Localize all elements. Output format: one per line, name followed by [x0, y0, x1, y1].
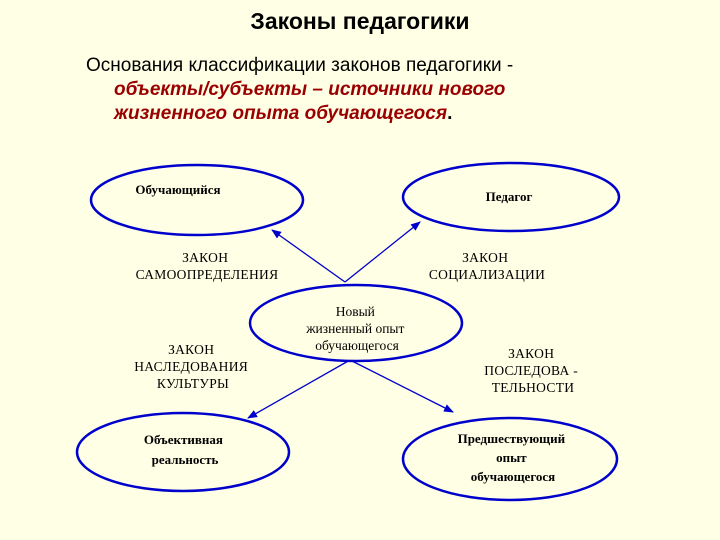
law-succession-label: ЗАКОН ПОСЛЕДОВА - ТЕЛЬНОСТИ — [484, 346, 581, 395]
law-cultural-inheritance-line-2: НАСЛЕДОВАНИЯ — [134, 359, 248, 374]
law-self-determination-line-1: ЗАКОН — [182, 250, 228, 265]
law-self-determination-label: ЗАКОН САМООПРЕДЕЛЕНИЯ — [136, 250, 279, 282]
node-bottom-right-label: Предшествующий опыт обучающегося — [458, 431, 569, 484]
node-top-right-line: Педагог — [486, 189, 533, 204]
node-bottom-right-line-2: опыт — [496, 450, 527, 465]
law-succession-line-3: ТЕЛЬНОСТИ — [492, 380, 575, 395]
center-line-3: обучающегося — [315, 338, 399, 353]
law-self-determination-line-2: САМООПРЕДЕЛЕНИЯ — [136, 267, 279, 282]
node-bottom-left-ellipse — [75, 411, 291, 493]
edge-to-top-right — [344, 221, 421, 283]
node-bottom-right-ellipse — [401, 416, 619, 502]
node-bottom-left-line-1: Объективная — [144, 432, 223, 447]
subtitle-emphasis-line-1: объекты/субъекты – источники нового — [114, 79, 506, 100]
node-bottom-right-line-1: Предшествующий — [458, 431, 566, 446]
subtitle-emphasis-line-2: жизненного опыта обучающегося — [114, 103, 448, 124]
law-cultural-inheritance-line-1: ЗАКОН — [168, 342, 214, 357]
law-cultural-inheritance-label: ЗАКОН НАСЛЕДОВАНИЯ КУЛЬТУРЫ — [134, 342, 252, 391]
subtitle-period: . — [447, 103, 453, 124]
node-bottom-left-label: Объективная реальность — [144, 432, 226, 467]
edge-to-bottom-right — [349, 359, 454, 413]
node-top-right-label: Педагог — [486, 189, 533, 204]
center-line-1: Новый — [336, 304, 375, 319]
page-title: Законы педагогики — [250, 8, 470, 34]
law-socialization-line-2: СОЦИАЛИЗАЦИИ — [429, 267, 545, 282]
law-socialization-line-1: ЗАКОН — [462, 250, 508, 265]
subtitle-plain: Основания классификации законов педагоги… — [86, 55, 514, 76]
law-socialization-label: ЗАКОН СОЦИАЛИЗАЦИИ — [429, 250, 545, 282]
node-top-left-ellipse — [89, 163, 305, 237]
edge-to-top-left — [271, 229, 346, 283]
law-succession-line-2: ПОСЛЕДОВА - — [484, 363, 578, 378]
subtitle: Основания классификации законов педагоги… — [86, 54, 686, 126]
node-top-left-line: Обучающийся — [135, 182, 220, 197]
center-ellipse — [248, 283, 464, 363]
law-cultural-inheritance-line-3: КУЛЬТУРЫ — [157, 376, 229, 391]
node-bottom-right-line-3: обучающегося — [471, 469, 555, 484]
node-top-right-ellipse — [401, 161, 621, 233]
edge-to-bottom-left — [247, 359, 351, 419]
node-bottom-left-line-2: реальность — [152, 452, 219, 467]
center-line-2: жизненный опыт — [305, 321, 404, 336]
node-top-left-label: Обучающийся — [135, 182, 220, 197]
subtitle-emphasis-line-2-wrap: жизненного опыта обучающегося. — [86, 102, 686, 126]
center-label: Новый жизненный опыт обучающегося — [305, 304, 408, 353]
law-succession-line-1: ЗАКОН — [508, 346, 554, 361]
